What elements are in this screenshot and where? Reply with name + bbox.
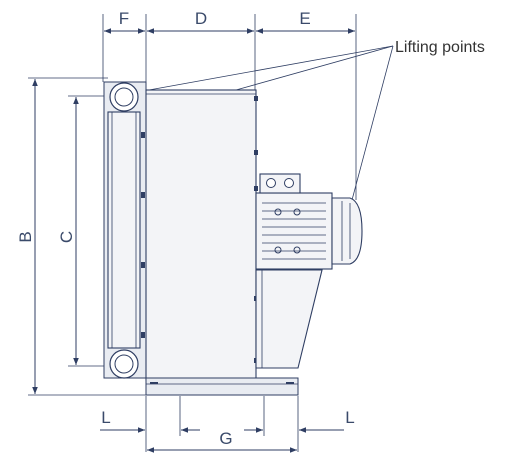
motor-bolt [274, 246, 282, 254]
lifting-points-label: Lifting points [395, 39, 485, 56]
bracket [254, 186, 258, 191]
housing-body [145, 89, 257, 381]
dim-label-b: B [16, 231, 35, 242]
leader-line-1 [148, 45, 394, 91]
base-plate [145, 377, 299, 396]
fan-housing [145, 89, 258, 381]
base-frame [145, 377, 299, 396]
bracket [254, 150, 258, 155]
dim-label-e: E [299, 9, 310, 28]
dimension-top: F D E [102, 9, 357, 200]
dimension-left: B C [16, 77, 146, 396]
motor-bolt [293, 208, 301, 216]
base-foot [150, 382, 158, 384]
dim-label-l-right: L [345, 408, 354, 427]
dim-label-d: D [195, 9, 207, 28]
bracket [254, 96, 258, 101]
lifting-eye-top [109, 82, 139, 112]
motor-bolt [293, 246, 301, 254]
motor-bolt [274, 208, 282, 216]
leader-line-3 [351, 45, 394, 201]
leader-line-2 [235, 45, 394, 91]
lifting-eye-bottom [109, 349, 139, 379]
motor-stand [255, 269, 323, 369]
stand-plate [255, 269, 323, 369]
lug [141, 262, 145, 268]
motor-body [255, 192, 333, 270]
dimension-bottom: L L G [100, 396, 355, 453]
base-foot [286, 382, 294, 384]
lifting-points-callout: Lifting points [148, 39, 485, 201]
dim-label-c: C [57, 231, 76, 243]
lug [141, 332, 145, 338]
core-face [107, 111, 141, 349]
dim-label-f: F [119, 9, 129, 28]
cable-gland [284, 178, 294, 188]
dim-label-g: G [219, 429, 232, 448]
lifting-eye-bottom-inner [114, 354, 134, 374]
lug [141, 132, 145, 138]
lug [141, 192, 145, 198]
electric-motor [255, 173, 363, 270]
lifting-eye-top-inner [114, 87, 134, 107]
cooler-core [103, 81, 147, 379]
motor-fan-cover [331, 197, 363, 265]
terminal-box [259, 173, 301, 194]
dim-label-l-left: L [101, 408, 110, 427]
cable-gland [266, 178, 276, 188]
